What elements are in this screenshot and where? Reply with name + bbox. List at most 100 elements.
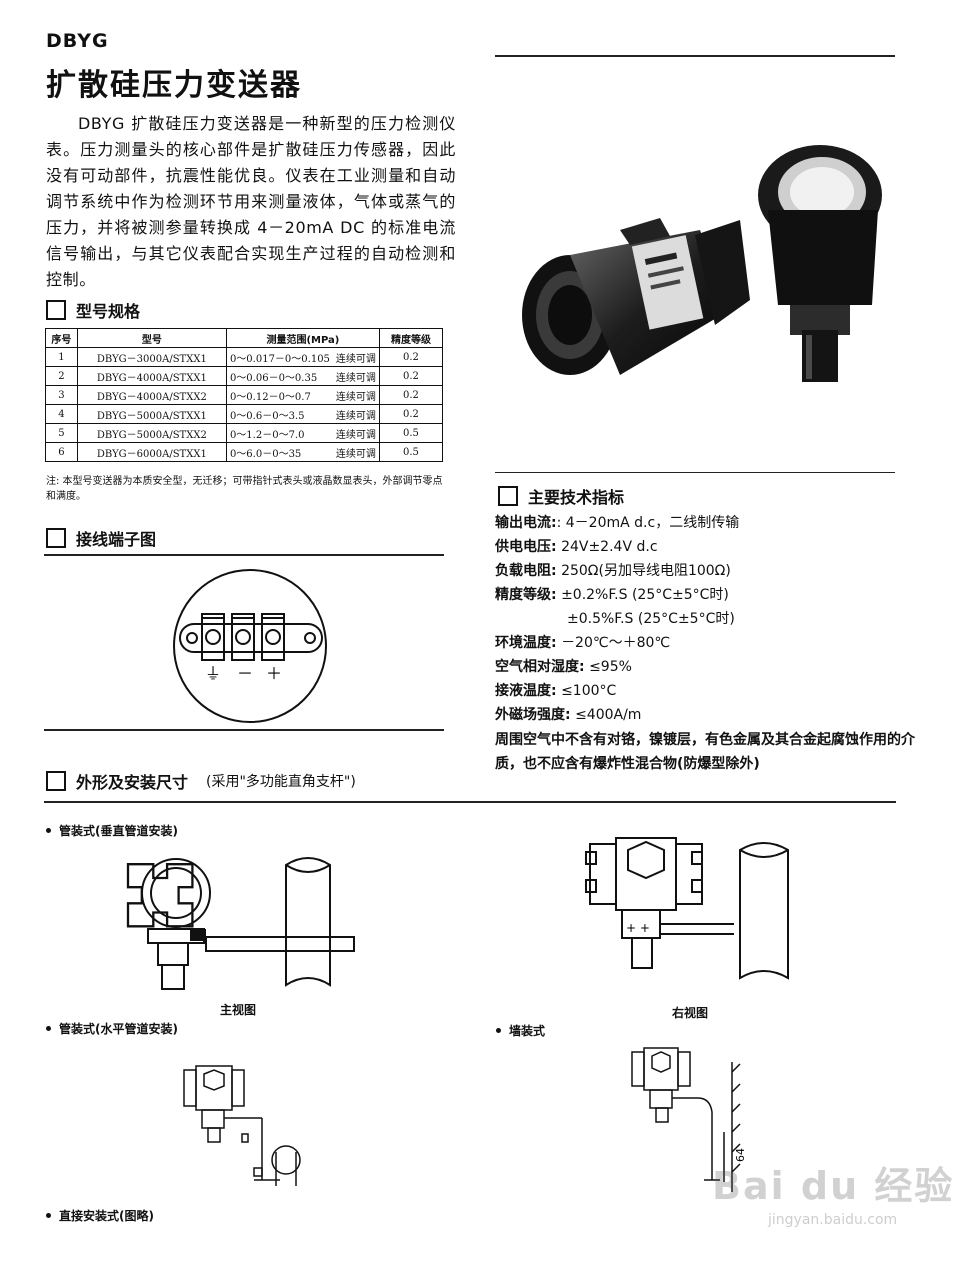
spec-key: 环境温度:: [495, 635, 557, 651]
horizontal-pipe-drawing: [180, 1060, 310, 1204]
spec-key: 外磁场强度:: [495, 707, 571, 723]
spec-value: ≤95%: [589, 659, 632, 675]
install-label: 直接安装式(图略): [59, 1209, 154, 1223]
spec-value: ≤100°C: [561, 683, 617, 699]
right-view-drawing: + +: [584, 828, 814, 1002]
spec-key: 空气相对湿度:: [495, 659, 585, 675]
cell-model: DBYG－3000A/STXX1: [76, 347, 227, 367]
section-note: (采用"多功能直角支杆"): [206, 774, 356, 790]
front-view-caption: 主视图: [220, 1003, 257, 1017]
spec-supply-voltage: 供电电压: 24V±2.4V d.c: [495, 536, 658, 558]
section-title: 主要技术指标: [528, 488, 625, 507]
baidu-watermark: Bai du 经验: [712, 1164, 955, 1208]
table-header-row: 序号 型号 测量范围(MPa) 精度等级: [45, 328, 444, 348]
cell-adjust: 连续可调: [332, 423, 380, 443]
table-row: 2 DBYG－4000A/STXX1 0～0.06－0～0.35 连续可调 0.…: [45, 366, 444, 386]
spec-value: ±0.2%F.S (25°C±5°C时): [561, 587, 729, 603]
cell-accuracy: 0.2: [378, 385, 444, 405]
spec-key: 输出电流:: [495, 515, 557, 531]
cell-no: 5: [45, 423, 78, 443]
cell-model: DBYG－6000A/STXX1: [76, 442, 227, 462]
horizontal-pipe-illustration: [183, 1065, 301, 1186]
spec-accuracy: 精度等级: ±0.2%F.S (25°C±5°C时): [495, 584, 729, 606]
right-view-terminals: + +: [626, 921, 650, 935]
spec-value: 24V±2.4V d.c: [561, 539, 658, 555]
table-row: 6 DBYG－6000A/STXX1 0～6.0－0～35 连续可调 0.5: [45, 442, 444, 462]
spec-key: 精度等级:: [495, 587, 557, 603]
section-checkbox-icon: [46, 300, 66, 320]
section-checkbox-icon: [46, 771, 66, 791]
cell-no: 4: [45, 404, 78, 424]
spec-value: ≤400A/m: [575, 707, 642, 723]
right-view-caption: 右视图: [672, 1006, 709, 1020]
terminal-block-diagram: ⏚ － ＋: [173, 569, 327, 723]
col-no: 序号: [45, 328, 78, 348]
cell-accuracy: 0.2: [378, 366, 444, 386]
spec-value: : 4－20mA d.c，二线制传输: [556, 515, 740, 531]
page-title: 扩散硅压力变送器: [46, 68, 302, 103]
section-wiring: 接线端子图: [46, 526, 156, 550]
minus-terminal-label: －: [237, 664, 253, 683]
cell-accuracy: 0.2: [378, 347, 444, 367]
model-spec-table: 序号 型号 测量范围(MPa) 精度等级 1 DBYG－3000A/STXX1 …: [45, 328, 444, 462]
spec-output-current: 输出电流:: 4－20mA d.c，二线制传输: [495, 512, 739, 534]
ground-terminal-label: ⏚: [205, 664, 221, 683]
bullet-icon: [46, 1026, 51, 1031]
section-title: 外形及安装尺寸: [76, 773, 189, 792]
col-accuracy: 精度等级: [378, 328, 444, 348]
cell-adjust: 连续可调: [332, 385, 380, 405]
cell-range: 0～1.2－0～7.0: [225, 423, 333, 443]
spec-value: －20℃～＋80℃: [561, 635, 671, 651]
section-checkbox-icon: [498, 486, 518, 506]
cell-model: DBYG－4000A/STXX1: [76, 366, 227, 386]
col-range: 测量范围(MPa): [225, 328, 380, 348]
section-dimensions: 外形及安装尺寸 (采用"多功能直角支杆"): [46, 769, 356, 793]
cell-adjust: 连续可调: [332, 347, 380, 367]
spec-value: ±0.5%F.S (25°C±5°C时): [567, 611, 735, 627]
cell-range: 0～0.06－0～0.35: [225, 366, 333, 386]
col-model: 型号: [76, 328, 227, 348]
transmitter-photo-illustration: [522, 145, 882, 382]
install-label: 墙装式: [509, 1024, 546, 1038]
cell-no: 6: [45, 442, 78, 462]
model-code: DBYG: [46, 30, 109, 52]
wiring-bottom-rule: [44, 729, 444, 731]
cell-no: 2: [45, 366, 78, 386]
cell-no: 3: [45, 385, 78, 405]
spec-liquid-temp: 接液温度: ≤100°C: [495, 680, 616, 702]
cell-adjust: 连续可调: [332, 442, 380, 462]
install-horizontal-label: 管装式(水平管道安装): [46, 1020, 178, 1037]
dimensions-rule: [44, 801, 896, 803]
spec-ambient-temp: 环境温度: －20℃～＋80℃: [495, 632, 670, 654]
table-footnote: 注: 本型号变送器为本质安全型，无迁移；可带指针式表头或液晶数显表头，外部调节零…: [46, 476, 443, 502]
cell-model: DBYG－4000A/STXX2: [76, 385, 227, 405]
table-row: 4 DBYG－5000A/STXX1 0～0.6－0～3.5 连续可调 0.2: [45, 404, 444, 424]
cell-adjust: 连续可调: [332, 366, 380, 386]
bullet-icon: [46, 1213, 51, 1218]
intro-paragraph: DBYG 扩散硅压力变送器是一种新型的压力检测仪表。压力测量头的核心部件是扩散硅…: [46, 114, 456, 289]
environment-note: 周围空气中不含有对铬，镍镀层，有色金属及其合金起腐蚀作用的介质，也不应含有爆炸性…: [495, 732, 915, 772]
wiring-top-rule: [44, 554, 444, 556]
cell-range: 0～0.6－0～3.5: [225, 404, 333, 424]
section-tech: 主要技术指标: [498, 484, 624, 508]
bullet-icon: [46, 828, 51, 833]
spec-key: 负载电阻:: [495, 563, 557, 579]
spec-humidity: 空气相对湿度: ≤95%: [495, 656, 632, 678]
table-row: 3 DBYG－4000A/STXX2 0～0.12－0～0.7 连续可调 0.2: [45, 385, 444, 405]
front-view-drawing: [110, 845, 380, 999]
spec-key: 供电电压:: [495, 539, 557, 555]
cell-range: 0～6.0－0～35: [225, 442, 333, 462]
plus-terminal-label: ＋: [266, 664, 282, 683]
spec-load-resistance: 负载电阻: 250Ω(另加导线电阻100Ω): [495, 560, 731, 582]
table-row: 1 DBYG－3000A/STXX1 0～0.017－0～0.105 连续可调 …: [45, 347, 444, 367]
spec-value: 250Ω(另加导线电阻100Ω): [561, 563, 731, 579]
wiring-diagram: ⏚ － ＋: [172, 566, 332, 730]
cell-adjust: 连续可调: [332, 404, 380, 424]
cell-range: 0～0.017－0～0.105: [225, 347, 333, 367]
front-view-illustration: [126, 857, 355, 990]
dimension-64-label: 64: [734, 1148, 747, 1162]
section-model-spec: 型号规格: [46, 298, 140, 322]
install-label: 管装式(水平管道安装): [59, 1022, 178, 1036]
cell-accuracy: 0.5: [378, 442, 444, 462]
product-photo: [500, 140, 900, 394]
